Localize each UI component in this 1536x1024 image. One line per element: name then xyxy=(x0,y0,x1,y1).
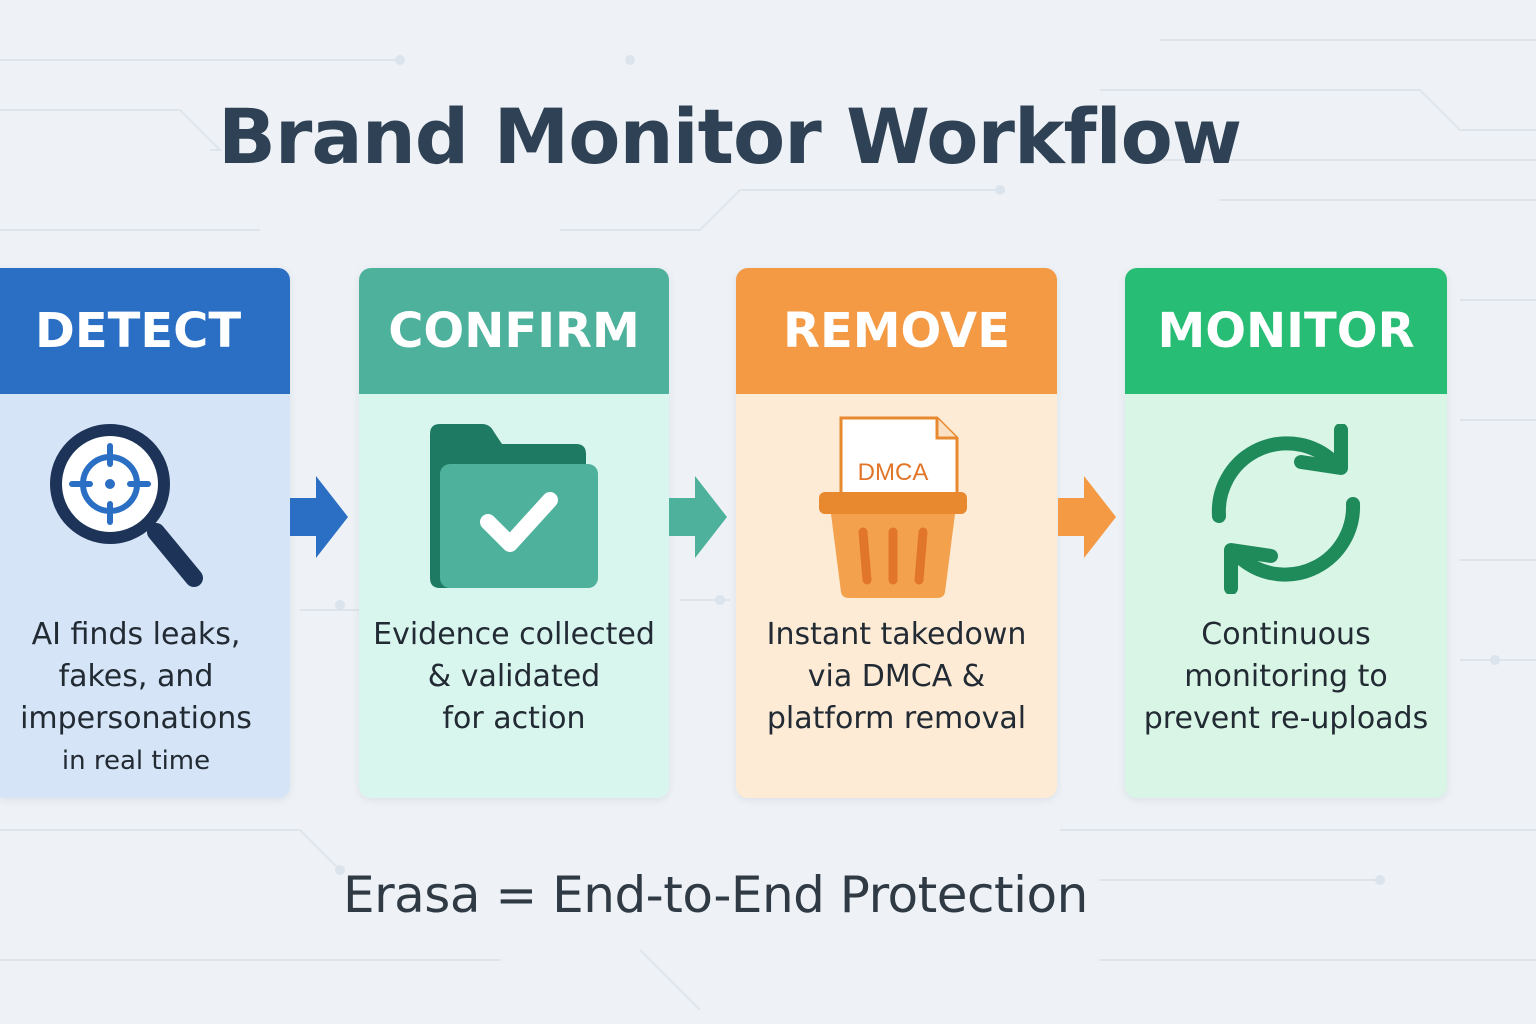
tagline: Erasa = End-to-End Protection xyxy=(343,866,1088,924)
step-header-confirm: CONFIRM xyxy=(359,268,669,394)
description-line: platform removal xyxy=(766,701,1027,736)
arrow-shape xyxy=(290,476,348,558)
step-header-monitor: MONITOR xyxy=(1125,268,1447,394)
folder-check-icon xyxy=(430,424,598,588)
step-card-confirm: CONFIRM Evidence collected & validated f… xyxy=(359,268,669,798)
magnifier-target-icon xyxy=(50,424,203,587)
arrow-shape xyxy=(669,476,727,558)
step-card-remove: REMOVE DMCA Instant takedown via DMCA & … xyxy=(736,268,1057,798)
description-line: impersonations xyxy=(20,701,252,736)
description-line: monitoring to xyxy=(1184,659,1388,694)
step-header-detect: DETECT xyxy=(0,268,290,394)
step-description-confirm: Evidence collected & validated for actio… xyxy=(359,614,669,740)
dmca-trash-icon: DMCA xyxy=(818,416,967,598)
step-card-detect: DETECT AI finds leaks, fakes, and impers… xyxy=(0,268,290,798)
flow-arrow-icon xyxy=(669,476,727,558)
step-description-remove: Instant takedown via DMCA & platform rem… xyxy=(736,614,1057,740)
step-card-monitor: MONITOR Continuous monitoring to prevent… xyxy=(1125,268,1447,798)
step-description-detect: AI finds leaks, fakes, and impersonation… xyxy=(0,614,290,782)
arrow-shape xyxy=(1058,476,1116,558)
description-line: AI finds leaks, xyxy=(31,617,241,652)
description-line: via DMCA & xyxy=(807,659,986,694)
step-body-remove: DMCA Instant takedown via DMCA & platfor… xyxy=(736,394,1057,798)
description-line: & validated xyxy=(427,659,601,694)
step-body-monitor: Continuous monitoring to prevent re-uplo… xyxy=(1125,394,1447,798)
flow-arrow-icon xyxy=(290,476,348,558)
description-line: Continuous xyxy=(1201,617,1371,652)
flow-arrow-icon xyxy=(1058,476,1116,558)
step-body-confirm: Evidence collected & validated for actio… xyxy=(359,394,669,798)
step-header-remove: REMOVE xyxy=(736,268,1057,394)
description-line: prevent re-uploads xyxy=(1143,701,1429,736)
description-line: in real time xyxy=(61,746,211,776)
description-line: fakes, and xyxy=(58,659,214,694)
page-title: Brand Monitor Workflow xyxy=(218,92,1242,181)
description-line: for action xyxy=(442,701,586,736)
refresh-cycle-icon xyxy=(1211,424,1361,594)
description-line: Evidence collected xyxy=(373,617,655,652)
description-line: Instant takedown xyxy=(766,617,1027,652)
step-description-monitor: Continuous monitoring to prevent re-uplo… xyxy=(1125,614,1447,740)
step-body-detect: AI finds leaks, fakes, and impersonation… xyxy=(0,394,290,798)
dmca-label: DMCA xyxy=(857,459,928,486)
